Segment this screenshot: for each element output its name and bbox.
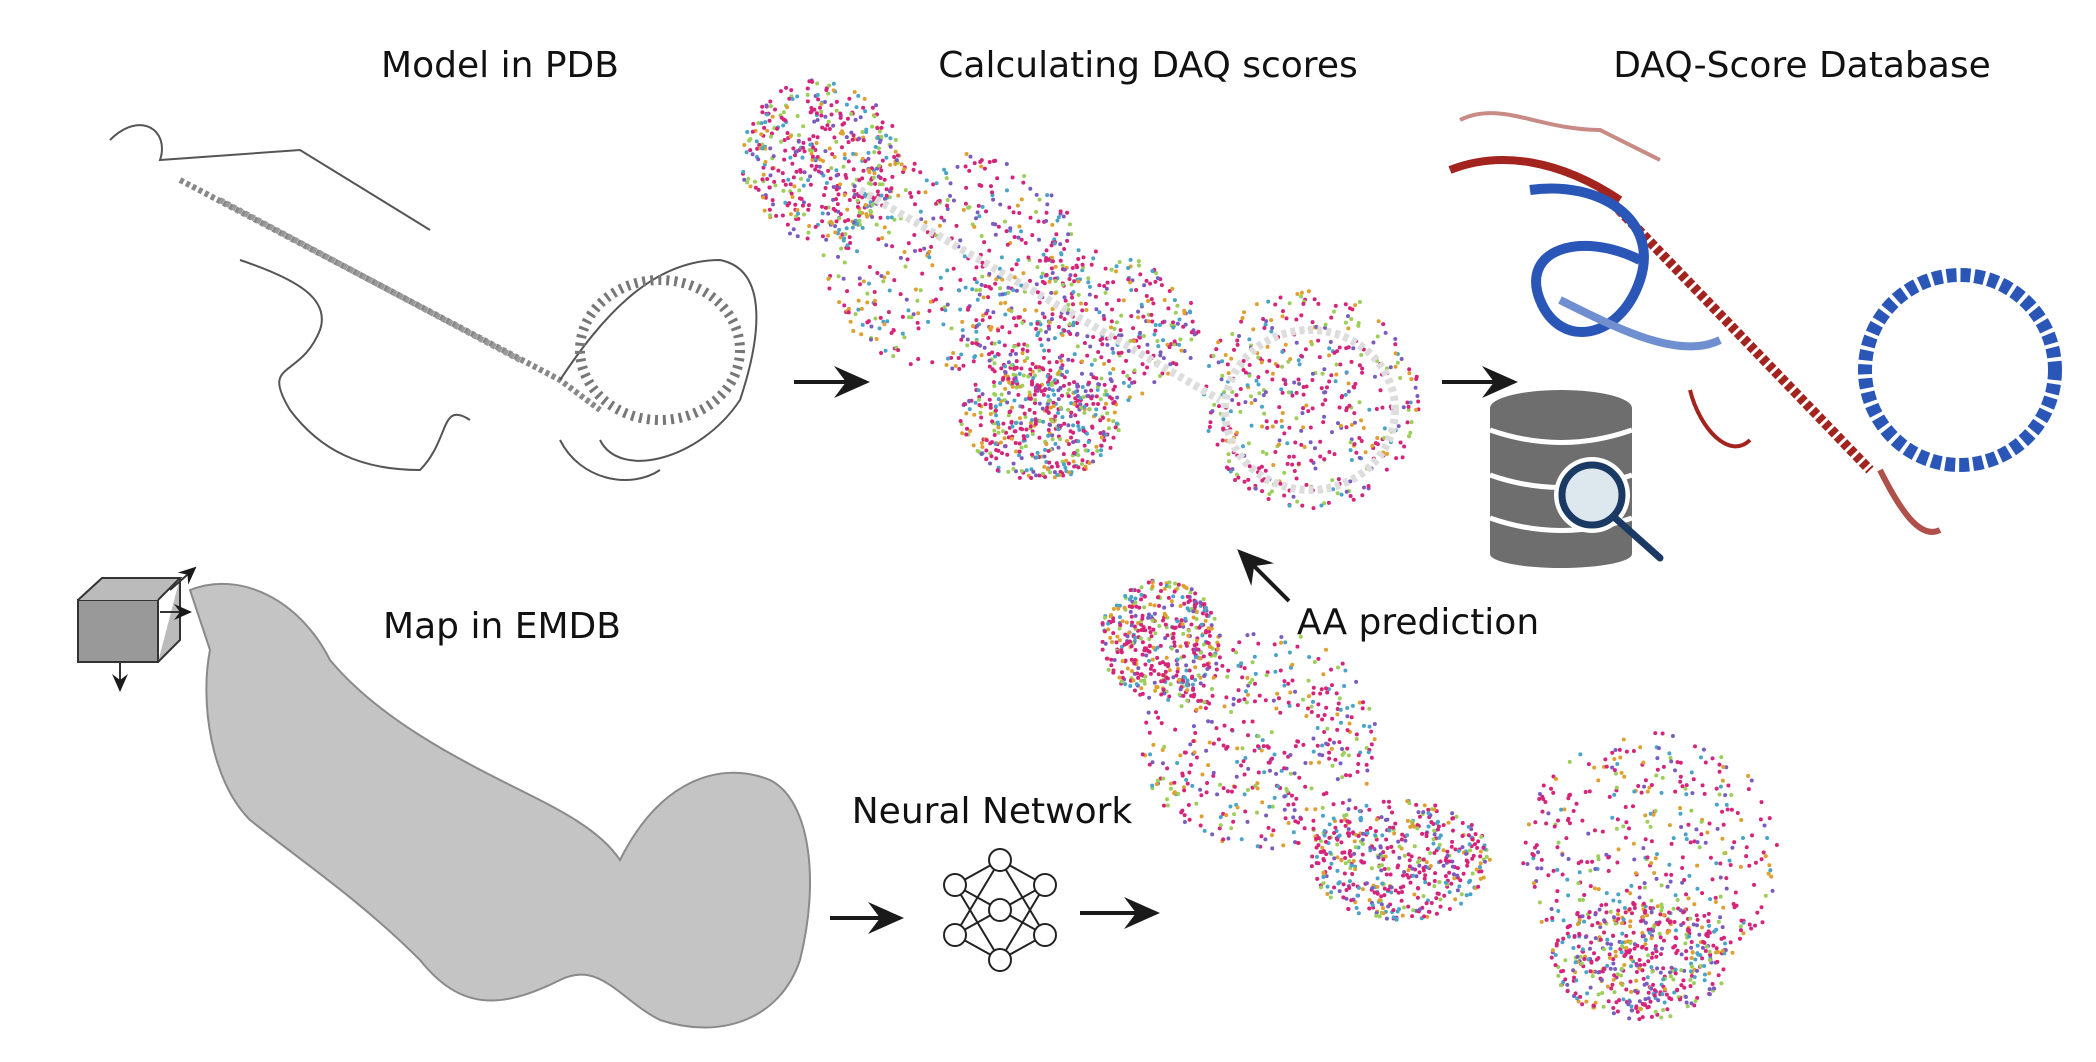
pdb-model-structure: [109, 124, 758, 481]
network-edge: [999, 884, 1046, 961]
label-aa-prediction: AA prediction: [1296, 602, 1540, 643]
label-map-in-emdb: Map in EMDB: [383, 606, 621, 647]
label-calculating-daq: Calculating DAQ scores: [938, 45, 1358, 86]
magnifier-icon: [1554, 457, 1664, 562]
daq-score-point-cloud: [740, 78, 1421, 511]
network-edge: [954, 859, 1001, 936]
aa-prediction-point-cloud: [1100, 578, 1779, 1022]
daq-model-overlay: [857, 186, 1399, 494]
emdb-density-map: [188, 582, 811, 1029]
voxel-cube-icon: [77, 566, 197, 692]
label-daq-database: DAQ-Score Database: [1613, 45, 1991, 86]
label-neural-network: Neural Network: [851, 791, 1133, 832]
daq-database-structure: [1448, 111, 2062, 535]
arrow-aa-to-daq: [1237, 549, 1291, 603]
neural-network-icon: [943, 848, 1057, 972]
label-model-in-pdb: Model in PDB: [381, 45, 619, 86]
